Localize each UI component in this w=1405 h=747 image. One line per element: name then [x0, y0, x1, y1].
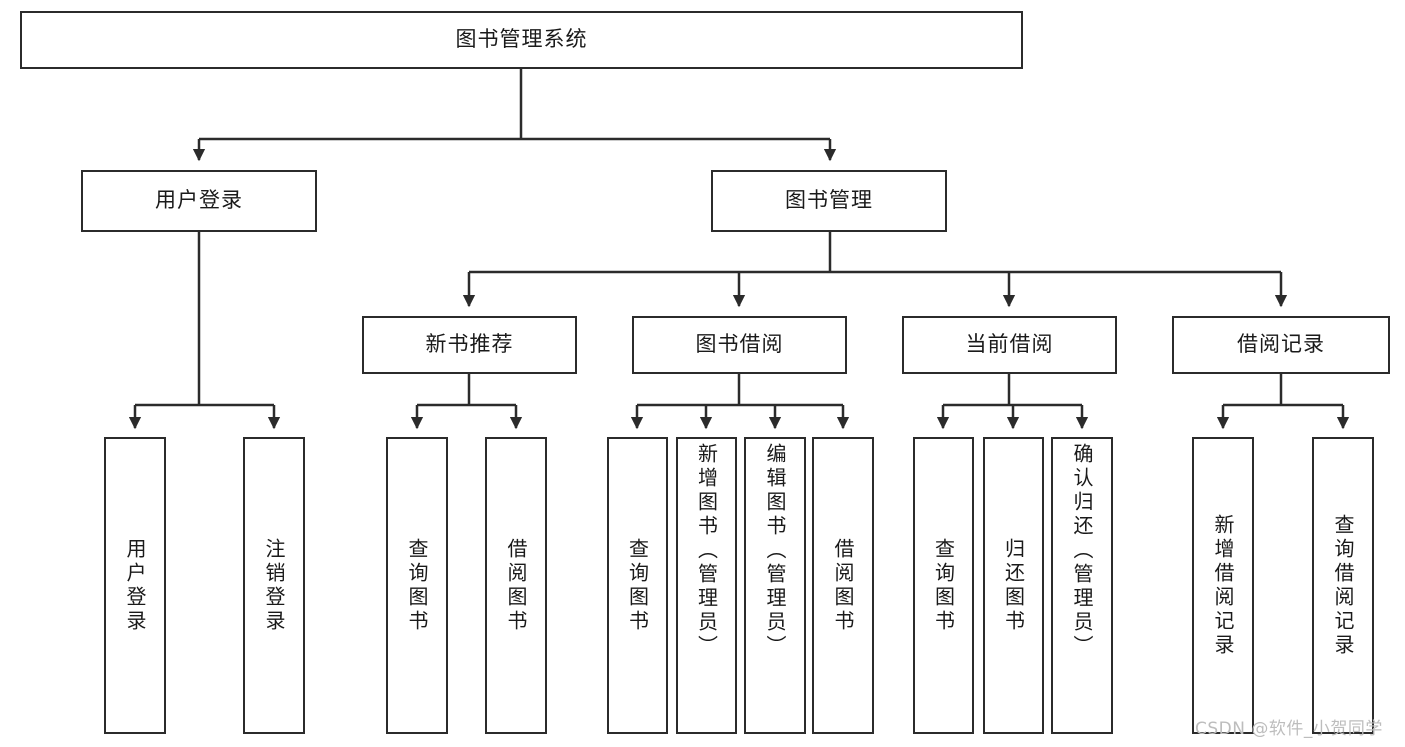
node-leaf-borrow-book-rec[interactable]: 借阅图书 — [485, 437, 547, 734]
node-leaf-query-borrow-record-label: 查询借阅记录 — [1331, 513, 1355, 658]
node-borrow-record-label: 借阅记录 — [1237, 332, 1325, 357]
node-leaf-query-book-cur[interactable]: 查询图书 — [913, 437, 974, 734]
node-current-borrow[interactable]: 当前借阅 — [902, 316, 1117, 374]
node-leaf-query-book-borrow[interactable]: 查询图书 — [607, 437, 668, 734]
node-book-borrow[interactable]: 图书借阅 — [632, 316, 847, 374]
node-borrow-record[interactable]: 借阅记录 — [1172, 316, 1390, 374]
node-current-borrow-label: 当前借阅 — [965, 332, 1054, 357]
node-new-book-recommend-label: 新书推荐 — [425, 332, 514, 357]
node-leaf-borrow-book-label: 借阅图书 — [831, 537, 855, 634]
node-leaf-confirm-return-admin-label: 确认归还（管理员） — [1070, 443, 1094, 659]
node-leaf-return-book-label: 归还图书 — [1001, 537, 1026, 634]
node-leaf-add-book-admin-label: 新增图书（管理员） — [694, 443, 719, 659]
node-book-borrow-label: 图书借阅 — [695, 332, 784, 357]
node-new-book-recommend[interactable]: 新书推荐 — [362, 316, 577, 374]
node-leaf-query-book-rec-label: 查询图书 — [405, 537, 429, 634]
csdn-watermark: CSDN @软件_小贺同学 — [1195, 719, 1383, 739]
node-book-manage[interactable]: 图书管理 — [711, 170, 947, 232]
node-leaf-return-book[interactable]: 归还图书 — [983, 437, 1044, 734]
node-leaf-query-book-cur-label: 查询图书 — [931, 537, 956, 634]
node-book-manage-label: 图书管理 — [785, 188, 873, 213]
node-leaf-add-borrow-record[interactable]: 新增借阅记录 — [1192, 437, 1254, 734]
node-user-login-label: 用户登录 — [155, 188, 243, 213]
node-leaf-confirm-return-admin[interactable]: 确认归还（管理员） — [1051, 437, 1113, 734]
node-leaf-user-login-label: 用户登录 — [123, 537, 147, 634]
node-leaf-edit-book-admin[interactable]: 编辑图书（管理员） — [744, 437, 806, 734]
node-root[interactable]: 图书管理系统 — [20, 11, 1023, 69]
node-leaf-add-borrow-record-label: 新增借阅记录 — [1211, 513, 1235, 658]
node-leaf-borrow-book-rec-label: 借阅图书 — [504, 537, 528, 634]
node-leaf-logout-label: 注销登录 — [262, 537, 286, 634]
node-leaf-logout[interactable]: 注销登录 — [243, 437, 305, 734]
node-user-login[interactable]: 用户登录 — [81, 170, 317, 232]
node-leaf-query-borrow-record[interactable]: 查询借阅记录 — [1312, 437, 1374, 734]
node-leaf-add-book-admin[interactable]: 新增图书（管理员） — [676, 437, 737, 734]
node-leaf-edit-book-admin-label: 编辑图书（管理员） — [763, 443, 787, 659]
node-leaf-query-book-rec[interactable]: 查询图书 — [386, 437, 448, 734]
node-leaf-user-login[interactable]: 用户登录 — [104, 437, 166, 734]
node-leaf-query-book-borrow-label: 查询图书 — [625, 537, 650, 634]
node-leaf-borrow-book[interactable]: 借阅图书 — [812, 437, 874, 734]
node-root-label: 图书管理系统 — [455, 27, 588, 52]
